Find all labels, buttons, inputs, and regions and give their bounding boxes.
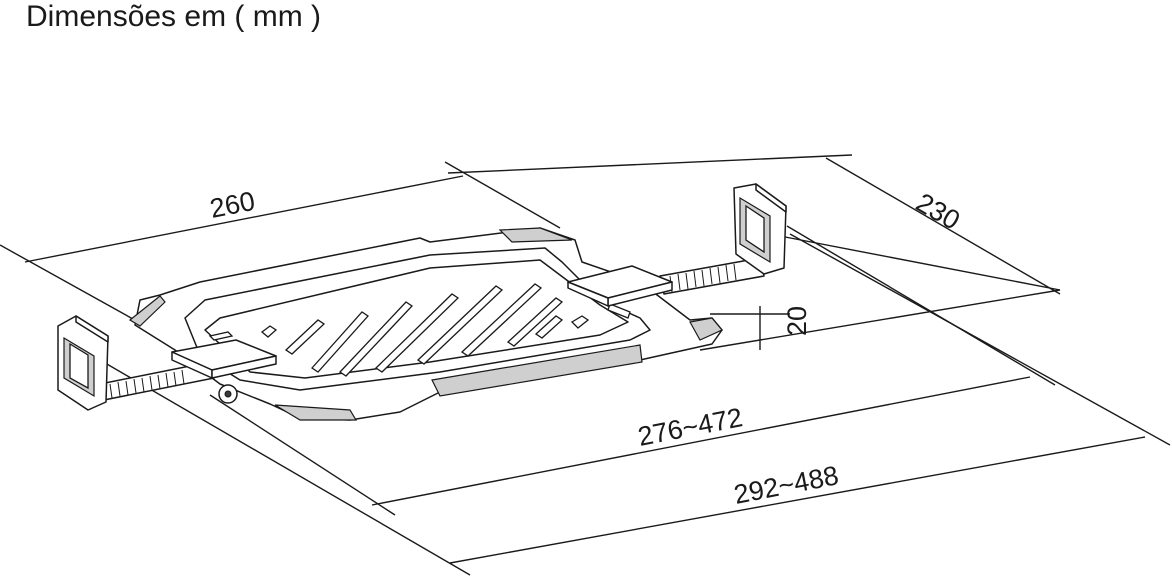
diagram-title: Dimensões em ( mm ) (26, 0, 322, 33)
vent-slots (208, 283, 631, 377)
height-dimension-label: 20 (782, 306, 812, 336)
depth-dimension-label: 230 (911, 187, 965, 236)
dimension-lines (0, 154, 1171, 576)
right-side-clamp (567, 183, 787, 307)
inner-range-dimension-label: 276~472 (635, 402, 745, 452)
left-side-clamp (57, 315, 277, 411)
